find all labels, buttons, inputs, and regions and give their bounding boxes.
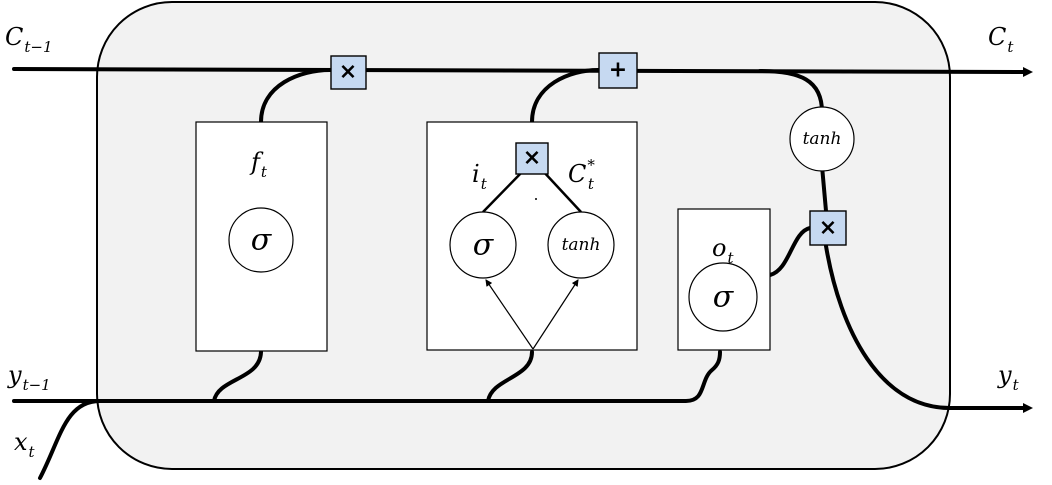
cell-state-branch <box>758 69 824 114</box>
output-sigmoid-node <box>688 262 758 332</box>
output-gate-label: ot <box>712 234 734 267</box>
output-sigmoid-label: σ <box>713 280 735 315</box>
cell-tanh-label: tanh <box>803 129 842 149</box>
y-next-label: yt <box>997 361 1020 394</box>
input-gate-label: it <box>472 160 488 193</box>
candidate-tanh-label: tanh <box>562 235 601 255</box>
input-block-output <box>530 68 600 124</box>
input-multiply-op <box>515 142 549 175</box>
output-multiply-op <box>809 210 847 246</box>
output-gate-to-multiply <box>768 226 812 277</box>
candidate-label: C*t <box>568 156 595 193</box>
output-multiply-symbol: × <box>819 216 837 241</box>
input-x-line <box>38 399 102 480</box>
input-sigma-to-multiply <box>482 169 525 213</box>
cell-add-op <box>598 52 638 89</box>
forget-multiply-symbol: × <box>339 60 357 85</box>
candidate-tanh-node <box>547 211 615 279</box>
input-sigmoid-node <box>449 211 517 279</box>
cell-state-line <box>12 66 1033 77</box>
input-arrow-sigma <box>485 279 534 350</box>
hidden-state-line <box>12 350 722 403</box>
cell-tanh-node <box>789 106 855 172</box>
input-tanh-to-multiply <box>541 169 582 213</box>
forget-multiply-op <box>330 55 367 90</box>
forget-sigmoid-node <box>228 207 294 273</box>
input-gate-feed <box>486 350 534 403</box>
x-input-label: xt <box>14 428 36 461</box>
forget-gate-feed <box>212 350 263 403</box>
input-sigmoid-label: σ <box>473 228 495 263</box>
stray-dot <box>535 198 537 200</box>
tanh-to-multiply <box>820 164 828 213</box>
y-prev-label: yt−1 <box>7 361 51 394</box>
output-to-yt <box>824 244 1033 413</box>
input-multiply-symbol: × <box>523 146 541 171</box>
forget-sigmoid-label: σ <box>251 223 273 258</box>
c-prev-label: Ct−1 <box>5 23 53 56</box>
input-arrow-tanh <box>532 279 579 350</box>
forget-gate-output <box>259 68 332 124</box>
cell-add-symbol: + <box>609 58 627 83</box>
c-next-label: Ct <box>988 23 1014 56</box>
